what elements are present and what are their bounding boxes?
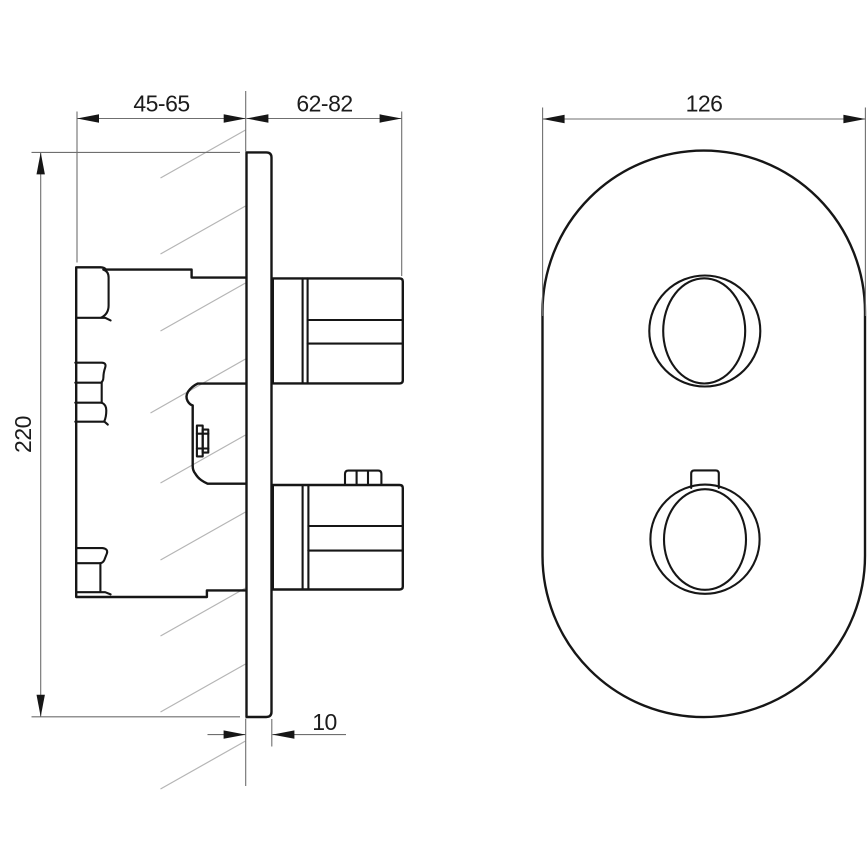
arrowhead-top [36,152,45,175]
upper-knob-grip [662,277,747,385]
lower-handle-side [271,469,404,591]
safety-button-side [343,469,383,487]
screw-shaft [195,424,204,458]
body-outline [75,266,248,599]
wall-plate-side [245,151,273,719]
hatch-line [160,740,246,790]
hatch-line [160,282,246,332]
dimension-label: 62-82 [296,91,352,117]
hatch-line [160,663,246,713]
hatch-line [160,511,246,561]
arrowhead-right [379,114,402,123]
lower-handle-outline [271,483,404,591]
bracket-screw [195,424,210,458]
dimension-label: 10 [312,709,337,735]
arrowhead-right [843,114,866,124]
arrowhead-right [223,114,246,123]
hatch-line [160,205,246,255]
lower-knob-front [649,469,761,595]
mid-fitting-bottom-line [74,420,109,426]
hatch-line [150,358,246,414]
upper-knob-front [648,274,762,388]
arrowhead-left [246,114,269,123]
dimension-10: 10 [207,709,346,786]
top-lug-inner-edge [100,268,110,319]
dimension-label: 45-65 [133,91,189,117]
hatch-line [160,434,246,484]
lower-knob-outer-ring [649,483,761,595]
dimension-45-65: 45-65 [76,91,246,263]
upper-knob-outer-ring [648,274,762,388]
arrowhead-right [272,730,295,739]
arrowhead-left [542,114,565,124]
mid-fitting-lower [100,401,108,423]
arrowhead-bottom [36,694,45,717]
arrowhead-left [77,114,99,123]
body-inner-boundary [185,382,248,485]
mid-fitting-upper [74,361,107,384]
low-lug-line [75,591,112,596]
dimension-126: 126 [542,91,866,316]
hatch-line [160,587,246,637]
valve-body [74,266,248,599]
lower-knob-grip [662,488,748,591]
trim-plate-front [541,149,867,719]
arrowhead-left [223,730,246,739]
safety-button-front [690,469,720,490]
upper-handle-outline [271,277,404,385]
low-lug-upper [75,547,109,565]
screw-head [201,428,210,454]
front-view: 126 [541,91,867,719]
dimension-label: 220 [10,416,36,453]
top-lug-line [75,316,112,322]
upper-handle-side [271,277,404,385]
side-view: 45-65 62-82 220 10 [10,91,404,790]
dimension-220: 220 [10,151,240,718]
wall-hatch-lines [150,129,246,790]
dimension-label: 126 [686,91,723,117]
dimension-62-82: 62-82 [245,91,403,276]
hatch-line [160,129,246,179]
